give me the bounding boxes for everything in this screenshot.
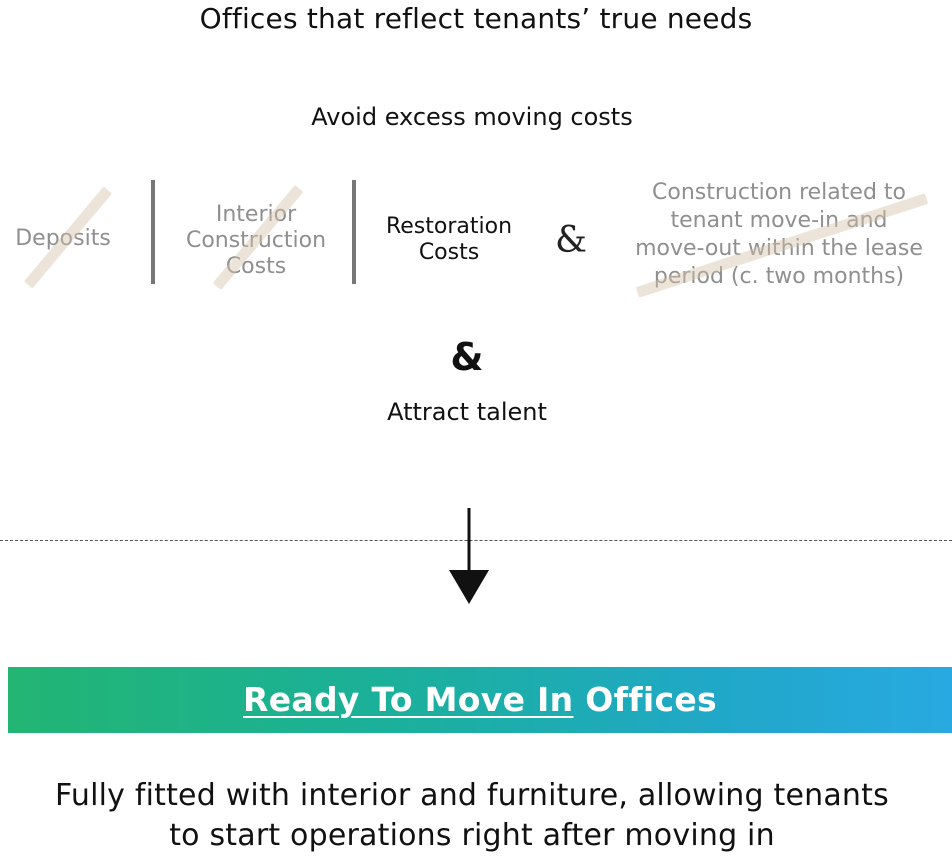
cost-move-line3: move-out within the lease <box>635 236 923 261</box>
cost-restoration-line1: Restoration <box>385 214 513 239</box>
cost-interior-construction: Interior Construction Costs <box>168 202 344 280</box>
page-title: Offices that reflect tenants’ true needs <box>199 2 753 35</box>
dashed-divider <box>0 540 952 541</box>
ampersand-joiner: & <box>450 335 484 379</box>
cost-deposits: Deposits <box>4 226 122 252</box>
cost-interior-line2: Construction <box>185 228 327 253</box>
cost-move-line4: period (c. two months) <box>653 264 905 289</box>
cost-interior-line1: Interior <box>215 202 297 227</box>
banner-title: Ready To Move In Offices <box>8 667 952 733</box>
ready-offices-banner: Ready To Move In Offices <box>8 667 952 733</box>
cost-restoration: Restoration Costs <box>370 214 528 266</box>
attract-talent: Attract talent <box>387 398 547 426</box>
footer-line1: Fully fitted with interior and furniture… <box>55 778 889 813</box>
divider-2 <box>352 180 356 284</box>
cost-move-construction: Construction related to tenant move-in a… <box>606 179 952 291</box>
cost-deposits-label: Deposits <box>15 226 111 251</box>
banner-title-rest: Offices <box>573 680 717 719</box>
footer-line2: to start operations right after moving i… <box>169 818 775 853</box>
footer-description: Fully fitted with interior and furniture… <box>0 776 944 856</box>
arrow-down-icon <box>449 508 489 604</box>
cost-restoration-line2: Costs <box>418 240 480 265</box>
banner-title-underlined: Ready To Move In <box>243 680 574 719</box>
cost-move-line2: tenant move-in and <box>670 208 888 233</box>
divider-1 <box>151 180 155 284</box>
cost-interior-line3: Costs <box>225 254 287 279</box>
ampersand-inline: & <box>555 220 588 261</box>
subtitle-avoid-costs: Avoid excess moving costs <box>311 103 633 131</box>
cost-move-line1: Construction related to <box>652 180 906 205</box>
